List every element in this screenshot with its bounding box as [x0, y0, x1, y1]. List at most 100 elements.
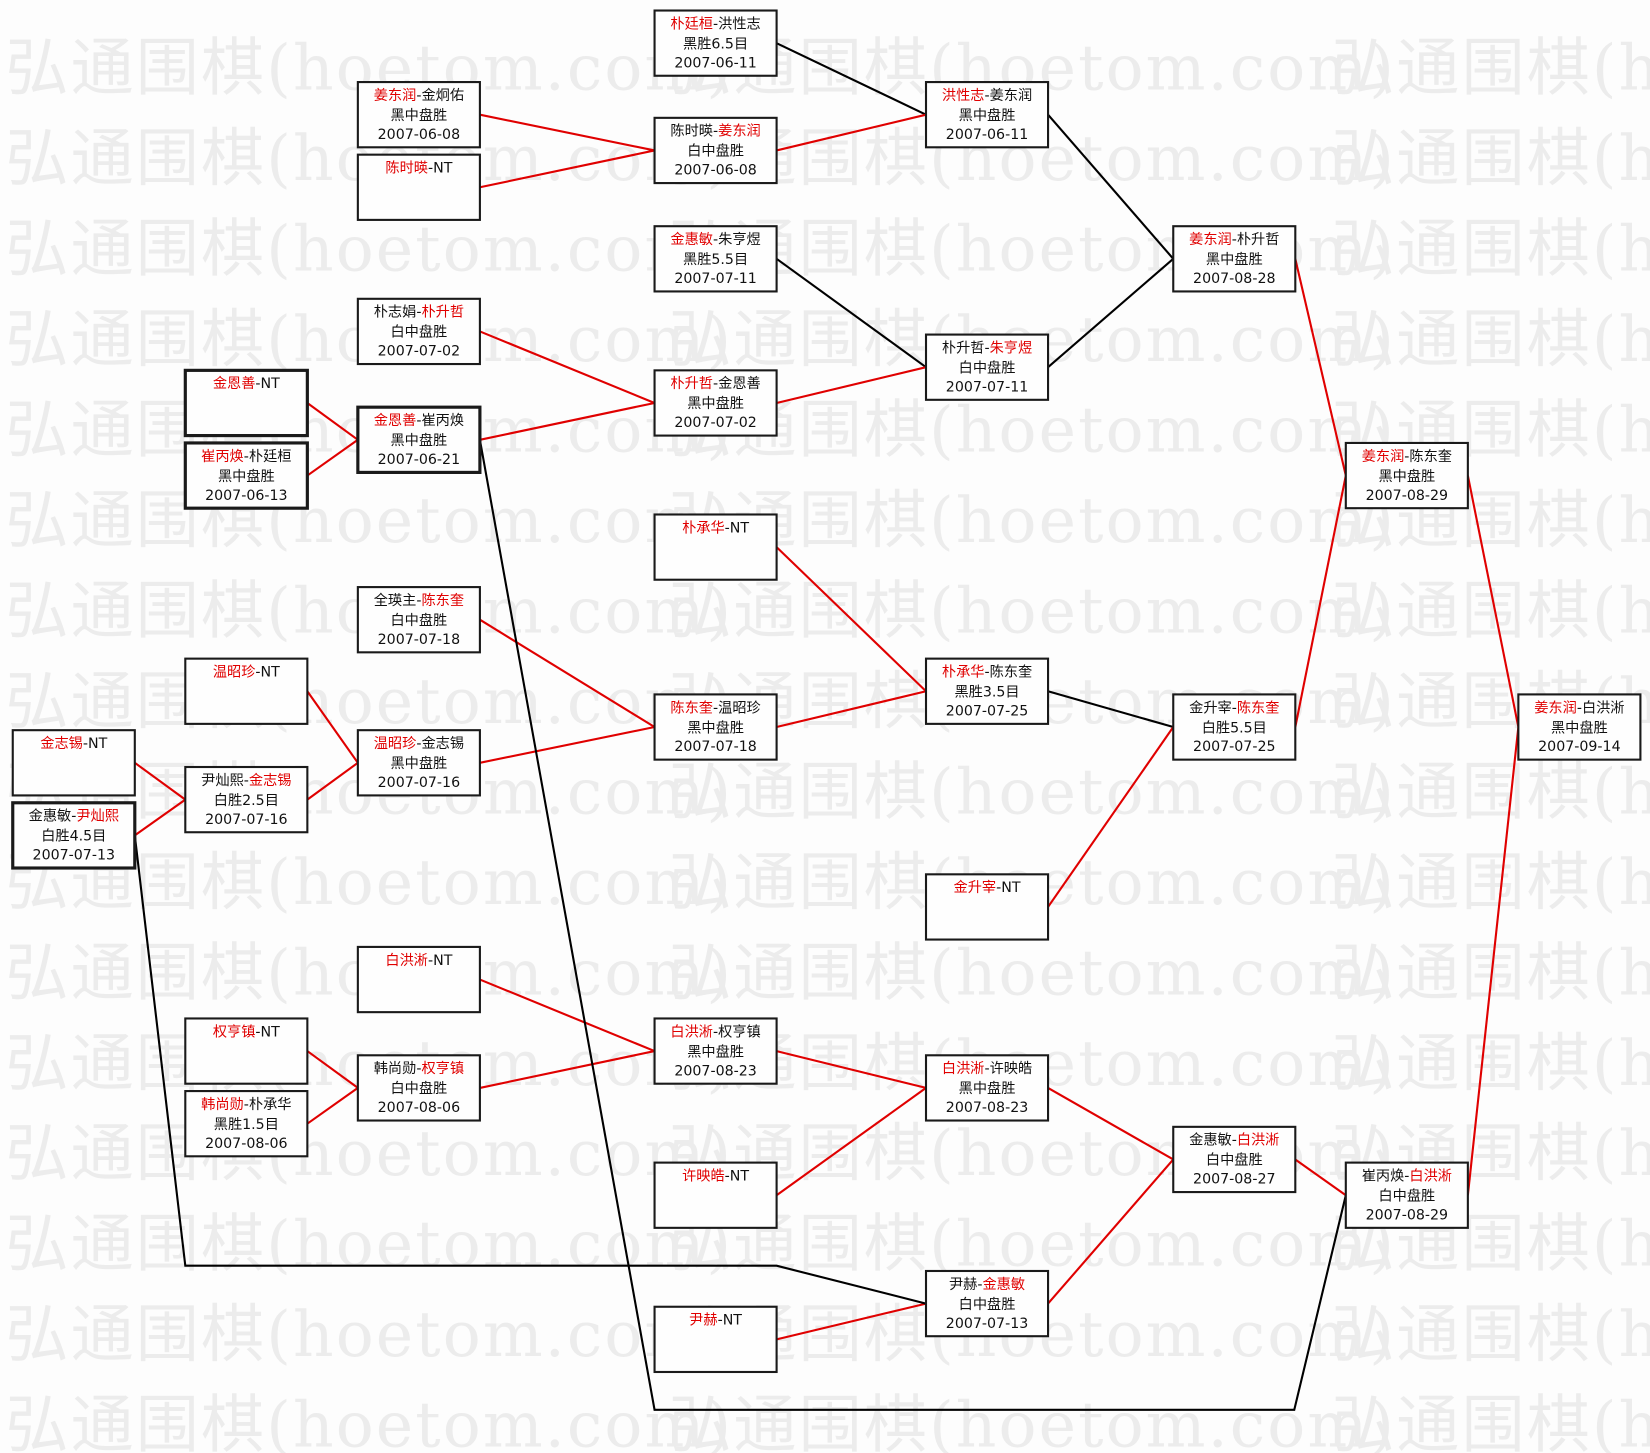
player-2: NT: [261, 376, 281, 392]
match-box-border: [653, 9, 778, 77]
watermark-text: 弘通围棋(hoetom.com): [668, 392, 1396, 466]
bracket-line-f3-g2: [1294, 1158, 1347, 1197]
watermark-text: 弘通围棋(hoetom.com): [5, 664, 733, 738]
watermark-text: 弘通围棋(hoetom.com): [1331, 845, 1650, 919]
bracket-line-b6-c8: [306, 1087, 359, 1125]
match-result: 黑中盘胜: [1378, 468, 1435, 485]
player-1: 陈东奎: [670, 699, 713, 716]
match-box-border: [356, 81, 481, 149]
bracket-line-e1-f1: [1047, 113, 1175, 260]
match-box-border: [356, 1054, 481, 1122]
bracket-line-b2-c4: [306, 438, 359, 477]
match-players: 韩尚勋-朴承华: [201, 1097, 291, 1113]
player-2: NT: [730, 520, 750, 536]
match-players: 白洪淅-NT: [385, 953, 452, 969]
player-2: NT: [730, 1168, 750, 1184]
match-box-e4[interactable]: 金升宰-NT: [924, 873, 1050, 941]
separator: -: [725, 520, 730, 536]
match-result: 白中盘胜: [959, 1296, 1016, 1313]
match-date: 2007-07-16: [378, 775, 460, 791]
match-box-border: [653, 513, 778, 581]
match-date: 2007-07-25: [1193, 739, 1275, 755]
match-players: 尹赫-金惠敏: [949, 1277, 1025, 1293]
match-result: 黑胜6.5目: [683, 36, 748, 52]
match-box-b5[interactable]: 权亨镇-NT: [184, 1017, 309, 1085]
match-boxes: 金志锡-NT金惠敏-尹灿熙白胜4.5目2007-07-13金恩善-NT崔丙焕-朴…: [11, 9, 1642, 1374]
match-box-c2[interactable]: 陈时暎-NT: [356, 153, 481, 221]
player-1: 陈时暎: [670, 123, 713, 140]
player-1: 朴志娟: [374, 305, 417, 321]
match-result: 白中盘胜: [959, 359, 1016, 376]
separator: -: [416, 736, 421, 752]
match-box-c7[interactable]: 白洪淅-NT: [356, 945, 481, 1014]
match-date: 2007-08-29: [1366, 488, 1448, 504]
match-result: 白中盘胜: [1206, 1152, 1263, 1169]
bracket-line-d6-e3: [776, 690, 927, 729]
player-1: 姜东润: [1534, 700, 1577, 716]
match-date: 2007-08-06: [205, 1136, 287, 1152]
match-players: 白洪淅-许映皓: [942, 1061, 1032, 1077]
match-box-border: [1172, 1125, 1297, 1194]
separator: -: [984, 665, 989, 681]
player-1: 崔丙焕: [1362, 1167, 1405, 1184]
match-players: 金升宰-NT: [954, 880, 1021, 896]
separator: -: [416, 88, 421, 104]
player-1: 温昭珍: [374, 736, 417, 752]
player-2: 金炯佑: [421, 88, 464, 104]
match-box-b1[interactable]: 金恩善-NT: [183, 368, 309, 438]
player-1: 尹灿熙: [201, 773, 244, 789]
bracket-line-b5-c8: [306, 1050, 359, 1089]
watermark-text: 弘通围棋(hoetom.com): [5, 1207, 733, 1281]
match-result: 黑胜3.5目: [954, 685, 1019, 701]
match-box-b3[interactable]: 温昭珍-NT: [184, 657, 309, 725]
match-box-border: [653, 1161, 778, 1229]
match-box-d8[interactable]: 许映皓-NT: [653, 1161, 778, 1229]
match-box-border: [356, 405, 482, 474]
separator: -: [984, 88, 989, 104]
watermark-layer: 弘通围棋(hoetom.com) 弘通围棋(hoetom.com) 弘通围棋(hoe…: [5, 30, 1650, 1453]
match-box-d5[interactable]: 朴承华-NT: [653, 513, 778, 581]
match-box-a1[interactable]: 金志锡-NT: [11, 729, 136, 797]
player-2: 陈东奎: [1237, 699, 1280, 716]
match-box-d9[interactable]: 尹赫-NT: [653, 1305, 778, 1374]
match-date: 2007-07-18: [674, 739, 756, 755]
bracket-line-c4-g2: [478, 439, 1347, 1411]
watermark-text: 弘通围棋(hoetom.com): [1331, 1388, 1650, 1453]
match-box-border: [924, 1054, 1050, 1122]
bracket-line-b1-c4: [306, 402, 359, 441]
player-1: 许映皓: [682, 1168, 725, 1184]
match-result: 白胜2.5目: [214, 793, 279, 809]
bracket-line-b3-c6: [306, 690, 359, 764]
player-1: 朴廷桓: [670, 16, 713, 32]
match-players: 崔丙焕-朴廷桓: [201, 448, 291, 465]
bracket-line-a2-b4: [134, 798, 186, 837]
match-box-border: [1517, 693, 1642, 761]
